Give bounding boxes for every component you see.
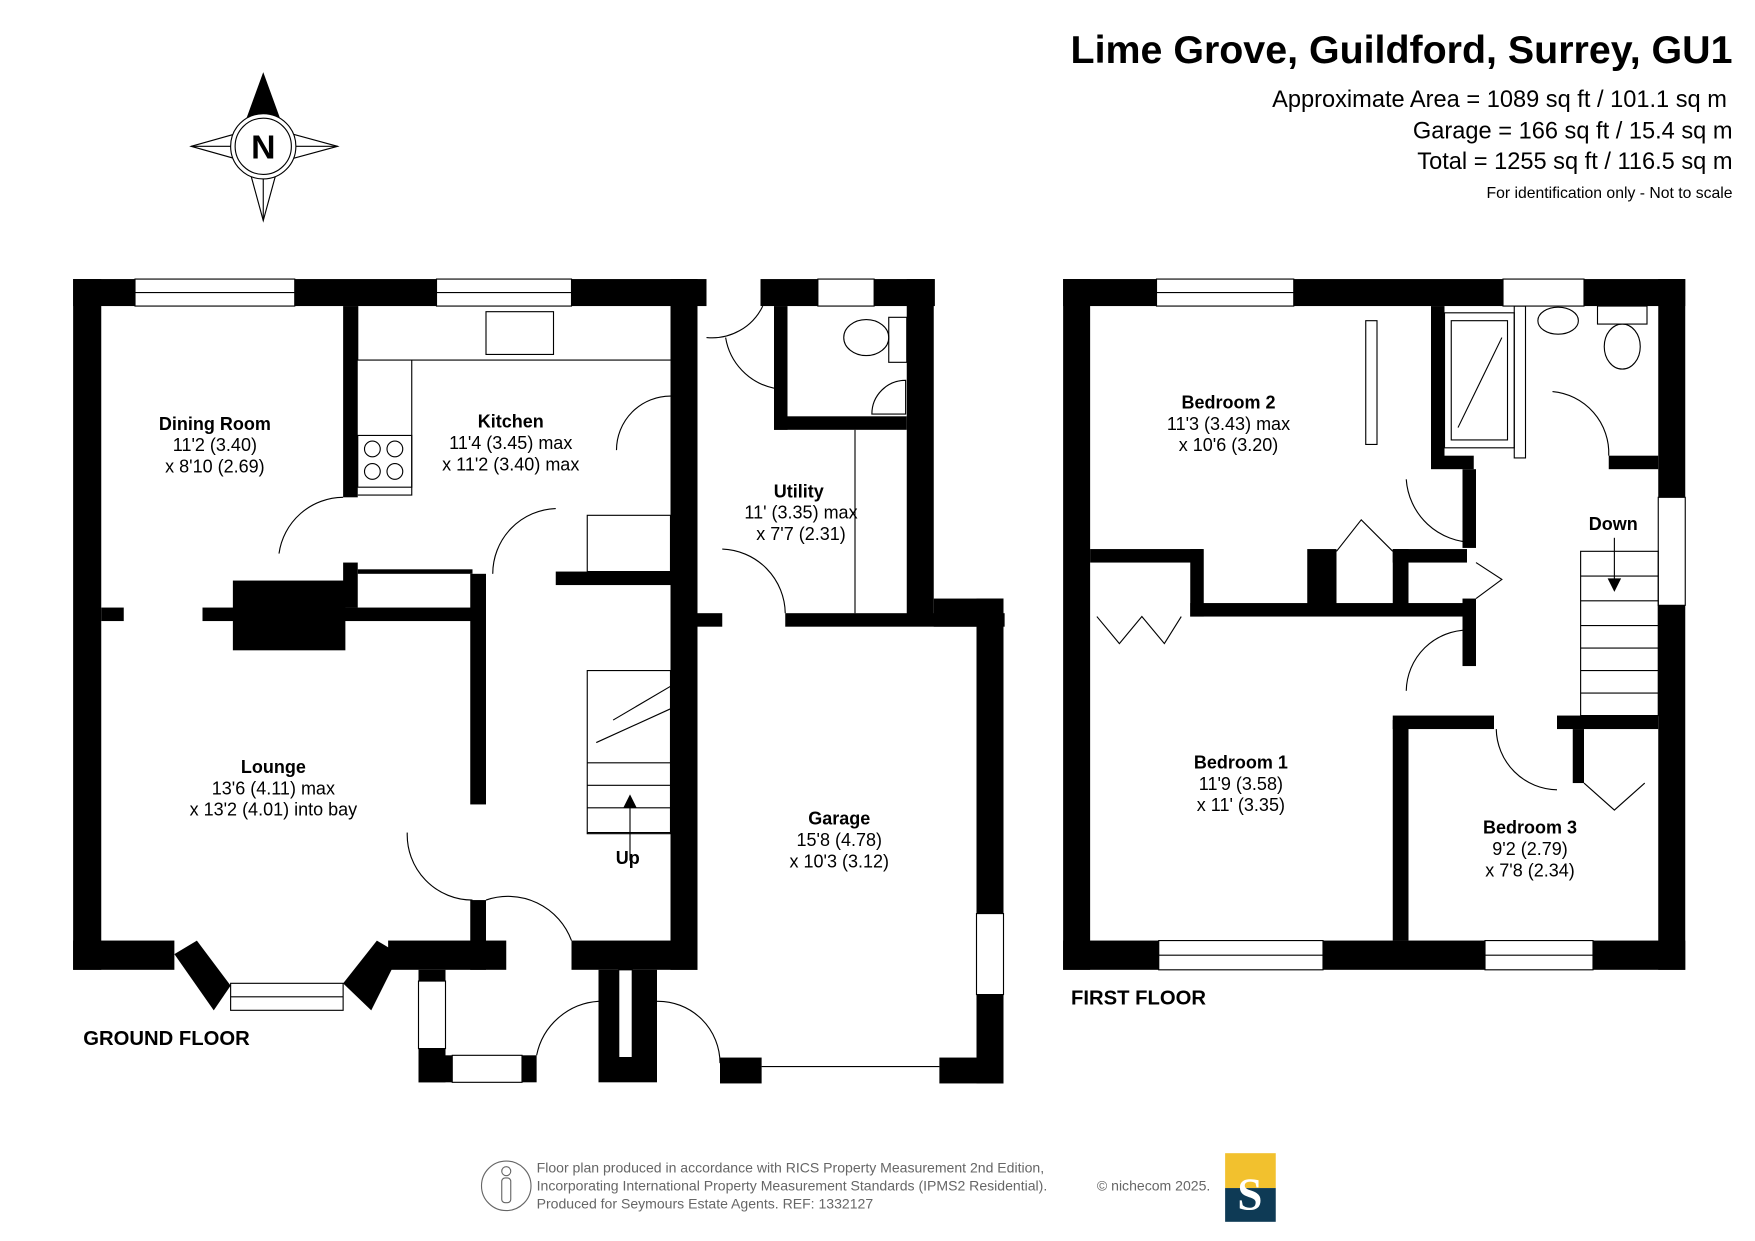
ground-floor-walls xyxy=(73,278,1005,1084)
room-dimension: 9'2 (2.79) xyxy=(1492,839,1567,859)
stairs-down: Down xyxy=(1580,514,1659,717)
room-dimension: x 11' (3.35) xyxy=(1197,795,1285,815)
room-dimension: 15'8 (4.78) xyxy=(797,830,883,850)
room-dimension: x 7'7 (2.31) xyxy=(756,524,845,544)
wardrobe xyxy=(1365,320,1378,445)
room-dimension: 11' (3.35) max xyxy=(744,503,857,523)
shower-corner-icon xyxy=(871,379,907,415)
arrow-down-icon xyxy=(1607,578,1622,592)
room-dimension: x 8'10 (2.69) xyxy=(165,457,264,477)
room-utility: Utility 11' (3.35) max x 7'7 (2.31) xyxy=(744,481,857,544)
room-dimension: x 13'2 (4.01) into bay xyxy=(190,800,358,820)
footer: Floor plan produced in accordance with R… xyxy=(480,1153,1276,1222)
seymours-logo: S xyxy=(1225,1153,1276,1222)
room-dimension: x 11'2 (3.40) max xyxy=(442,454,579,474)
room-dimension: x 10'6 (3.20) xyxy=(1179,435,1279,455)
logo-letter: S xyxy=(1237,1169,1262,1219)
room-name: Dining Room xyxy=(159,414,271,434)
stairs-up-label: Up xyxy=(616,848,640,868)
room-name: Kitchen xyxy=(478,412,544,432)
room-dimension: x 10'3 (3.12) xyxy=(790,851,890,871)
person-icon xyxy=(480,1160,532,1212)
room-name: Lounge xyxy=(241,757,306,777)
room-garage: Garage 15'8 (4.78) x 10'3 (3.12) xyxy=(790,809,890,872)
kitchen-sink-icon xyxy=(485,311,555,355)
stairs-up: Up xyxy=(586,670,672,868)
total-area: Total = 1255 sq ft / 116.5 sq m xyxy=(1417,149,1732,175)
room-dimension: 11'4 (3.45) max xyxy=(449,433,572,453)
room-dimension: 11'9 (3.58) xyxy=(1199,774,1283,794)
basin-icon xyxy=(1537,306,1579,335)
room-name: Bedroom 3 xyxy=(1483,818,1577,838)
room-dining-room: Dining Room 11'2 (3.40) x 8'10 (2.69) xyxy=(159,414,271,477)
compass-north-label: N xyxy=(251,129,275,167)
room-name: Utility xyxy=(774,481,824,501)
stairs-down-label: Down xyxy=(1589,514,1638,534)
room-lounge: Lounge 13'6 (4.11) max x 13'2 (4.01) int… xyxy=(190,757,358,820)
first-floor-walls xyxy=(1063,278,1686,971)
footer-line: Incorporating International Property Mea… xyxy=(537,1177,1048,1193)
footer-line: Produced for Seymours Estate Agents. REF… xyxy=(537,1195,874,1211)
toilet-icon xyxy=(1603,323,1641,370)
property-title: Lime Grove, Guildford, Surrey, GU1 xyxy=(1071,28,1733,72)
ground-floor-label: GROUND FLOOR xyxy=(83,1028,250,1050)
room-bedroom-2: Bedroom 2 11'3 (3.43) max x 10'6 (3.20) xyxy=(1167,392,1290,455)
room-name: Garage xyxy=(808,809,870,829)
room-bedroom-3: Bedroom 3 9'2 (2.79) x 7'8 (2.34) xyxy=(1483,818,1577,881)
room-bedroom-1: Bedroom 1 11'9 (3.58) x 11' (3.35) xyxy=(1194,752,1288,815)
room-dimension: x 7'8 (2.34) xyxy=(1485,860,1574,880)
footer-line: Floor plan produced in accordance with R… xyxy=(537,1159,1045,1175)
ground-floor-fixtures: Up xyxy=(278,305,908,1064)
copyright: © nichecom 2025. xyxy=(1097,1177,1210,1193)
room-name: Bedroom 1 xyxy=(1194,752,1288,772)
arrow-up-icon xyxy=(623,794,637,808)
room-dimension: 11'2 (3.40) xyxy=(173,435,257,455)
toilet-icon xyxy=(843,319,890,357)
garage-area: Garage = 166 sq ft / 15.4 sq m xyxy=(1413,118,1733,144)
approximate-area: Approximate Area = 1089 sq ft / 101.1 sq… xyxy=(1272,87,1727,113)
room-name: Bedroom 2 xyxy=(1181,392,1275,412)
scale-note: For identification only - Not to scale xyxy=(1487,185,1733,202)
room-dimension: 13'6 (4.11) max xyxy=(212,778,335,798)
compass-icon: N xyxy=(189,72,340,223)
room-dimension: 11'3 (3.43) max xyxy=(1167,414,1290,434)
hob-icon xyxy=(357,434,413,488)
room-kitchen: Kitchen 11'4 (3.45) max x 11'2 (3.40) ma… xyxy=(442,412,579,475)
first-floor-fixtures: Down xyxy=(1096,305,1659,811)
first-floor-label: FIRST FLOOR xyxy=(1071,988,1206,1010)
bath-icon xyxy=(1443,312,1515,449)
